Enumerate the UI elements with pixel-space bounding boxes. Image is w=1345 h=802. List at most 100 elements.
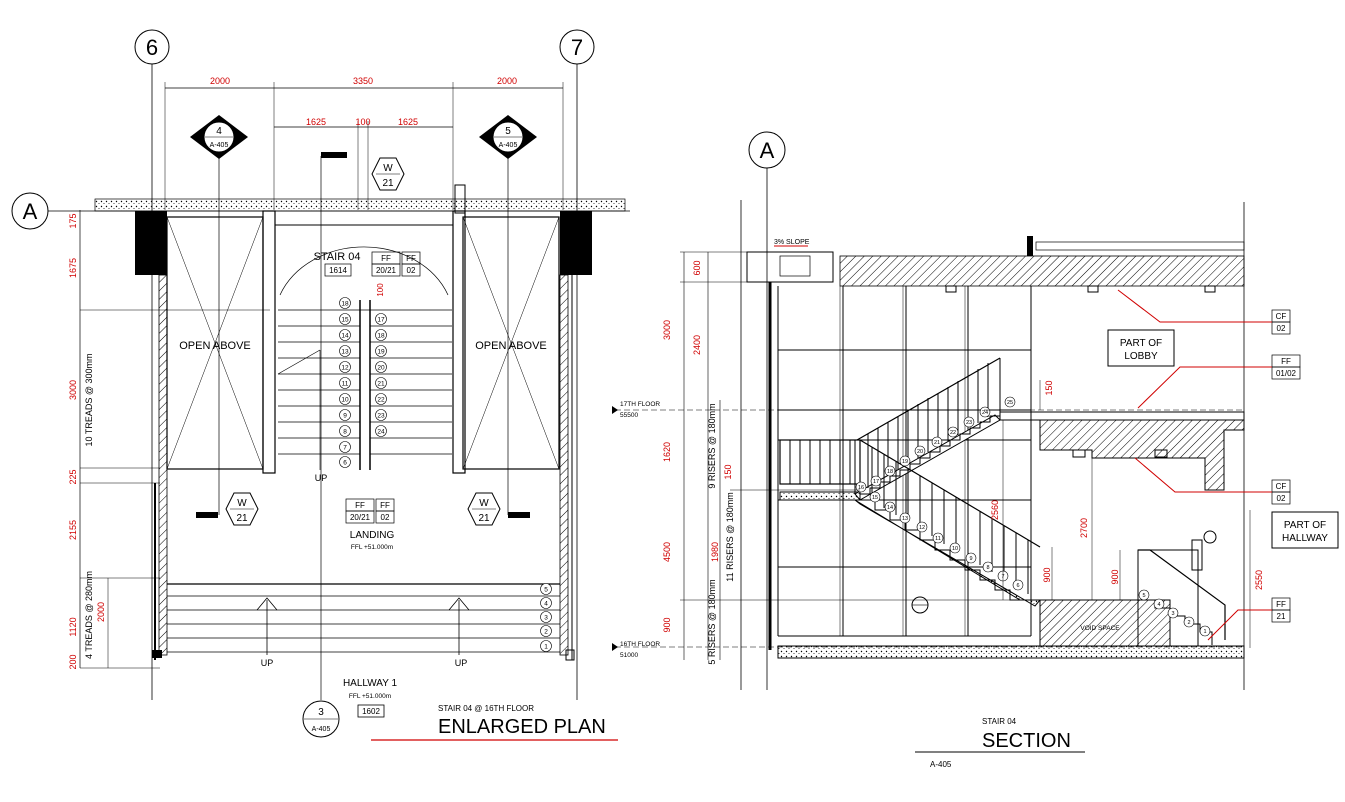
hallway-ffl: FFL +51.000m	[349, 693, 391, 700]
wall-tag-left: W 21	[225, 492, 259, 526]
floor-17-level: 55500	[620, 412, 638, 419]
svg-text:10: 10	[952, 546, 958, 552]
section-ref: A-405	[930, 760, 952, 769]
hallway-label-2: HALLWAY	[1282, 533, 1328, 544]
svg-text:3: 3	[544, 615, 548, 622]
section-marker-3: 3 A-405	[302, 700, 340, 738]
svg-text:3: 3	[318, 707, 324, 718]
svg-text:5: 5	[544, 587, 548, 594]
svg-text:21: 21	[1277, 612, 1286, 621]
svg-text:24: 24	[377, 429, 385, 436]
svg-text:A-405: A-405	[210, 142, 229, 149]
svg-text:FF: FF	[1281, 357, 1291, 366]
dim-top2-b: 100	[355, 117, 370, 127]
hallway-code: 1602	[362, 707, 380, 716]
plan-subtitle: STAIR 04 @ 16TH FLOOR	[438, 704, 534, 713]
landing-ffl: FFL +51.000m	[351, 544, 393, 551]
dim-900b: 900	[1110, 569, 1120, 584]
svg-text:14: 14	[887, 505, 893, 511]
floor-16-name: 16TH FLOOR	[620, 641, 660, 648]
svg-text:19: 19	[902, 459, 908, 465]
up-label-right: UP	[455, 658, 468, 668]
svg-text:A-405: A-405	[312, 726, 331, 733]
svg-text:2000: 2000	[96, 602, 106, 622]
svg-text:11: 11	[935, 536, 941, 542]
svg-text:5 RISERS @ 180mm: 5 RISERS @ 180mm	[707, 579, 717, 664]
svg-text:4500: 4500	[662, 542, 672, 562]
wall-tag-top: W 21	[371, 157, 405, 191]
floor-16-level: 51000	[620, 652, 638, 659]
svg-text:20/21: 20/21	[376, 266, 397, 275]
svg-text:2: 2	[544, 629, 548, 636]
svg-text:3000: 3000	[68, 380, 78, 400]
tag-cf-top: CF 02	[1117, 289, 1291, 335]
svg-text:9: 9	[343, 413, 347, 420]
grid-label-a-section: A	[760, 138, 775, 163]
svg-text:9 RISERS @ 180mm: 9 RISERS @ 180mm	[707, 403, 717, 488]
svg-text:2400: 2400	[692, 335, 702, 355]
svg-text:1: 1	[544, 644, 548, 651]
dim-2550: 2550	[1254, 570, 1264, 590]
svg-text:20: 20	[377, 365, 385, 372]
section-marker-4: 4 A-405	[190, 115, 248, 518]
floor-17-name: 17TH FLOOR	[620, 401, 660, 408]
svg-text:FF: FF	[380, 501, 390, 510]
svg-text:5: 5	[1142, 593, 1145, 599]
dim-900a: 900	[1042, 567, 1052, 582]
svg-text:21: 21	[236, 513, 248, 524]
grid-label-a-plan: A	[23, 199, 38, 224]
svg-text:9: 9	[969, 556, 972, 562]
section-subtitle: STAIR 04	[982, 717, 1017, 726]
svg-text:15: 15	[341, 317, 349, 324]
svg-text:6: 6	[1016, 583, 1019, 589]
svg-text:6: 6	[343, 460, 347, 467]
svg-text:17: 17	[873, 479, 879, 485]
svg-text:21: 21	[934, 440, 940, 446]
svg-text:W: W	[237, 498, 247, 509]
lobby-label-1: PART OF	[1120, 338, 1162, 349]
tag-ff-lobby: FF 01/02	[1137, 354, 1301, 409]
up-label-left: UP	[261, 658, 274, 668]
section-marker-5: 5 A-405	[479, 115, 537, 518]
svg-text:11 RISERS @ 180mm: 11 RISERS @ 180mm	[725, 492, 735, 582]
section-drawing: A 3% SLOPE	[612, 131, 1339, 769]
svg-text:600: 600	[692, 260, 702, 275]
svg-text:1675: 1675	[68, 258, 78, 278]
stair-label: STAIR 04	[314, 251, 361, 263]
svg-text:150: 150	[723, 464, 733, 479]
dim-top2-a: 1625	[306, 117, 326, 127]
svg-text:900: 900	[662, 617, 672, 632]
svg-text:8: 8	[986, 565, 989, 571]
svg-text:12: 12	[919, 525, 925, 531]
svg-text:18: 18	[341, 301, 349, 308]
svg-text:225: 225	[68, 469, 78, 484]
plan-step-numbers: 18 15 14 13 12 11 10 9 8 7 6 17 18 19 20…	[339, 297, 387, 468]
svg-text:25: 25	[1007, 400, 1013, 406]
lower-step-numbers: 5 4 3 2 1	[540, 583, 552, 652]
lower-stair-treads	[167, 583, 560, 655]
svg-text:24: 24	[982, 410, 988, 416]
hallway-label: HALLWAY 1	[343, 678, 398, 689]
lobby-label-2: LOBBY	[1124, 351, 1158, 362]
dim-top-right: 2000	[497, 76, 517, 86]
dim-2560: 2560	[990, 500, 1000, 520]
svg-text:FF: FF	[1276, 600, 1286, 609]
svg-text:8: 8	[343, 429, 347, 436]
svg-text:02: 02	[1277, 324, 1286, 333]
tag-ff-bottom: FF 21	[1207, 597, 1291, 641]
section-dims-left: 3000 1620 4500 900 600 2400 9 RISERS @ 1…	[662, 260, 735, 664]
section-title: SECTION	[982, 730, 1071, 752]
grid-label-6: 6	[146, 35, 158, 60]
svg-text:17: 17	[377, 317, 385, 324]
svg-text:12: 12	[341, 365, 349, 372]
stair-code: 1614	[329, 266, 347, 275]
dim-top-mid: 3350	[353, 76, 373, 86]
svg-text:21: 21	[478, 513, 490, 524]
svg-text:02: 02	[407, 266, 416, 275]
svg-text:02: 02	[1277, 494, 1286, 503]
svg-text:22: 22	[950, 430, 956, 436]
svg-text:175: 175	[68, 213, 78, 228]
svg-text:23: 23	[966, 420, 972, 426]
tag-cf-mid: CF 02	[1134, 457, 1291, 505]
